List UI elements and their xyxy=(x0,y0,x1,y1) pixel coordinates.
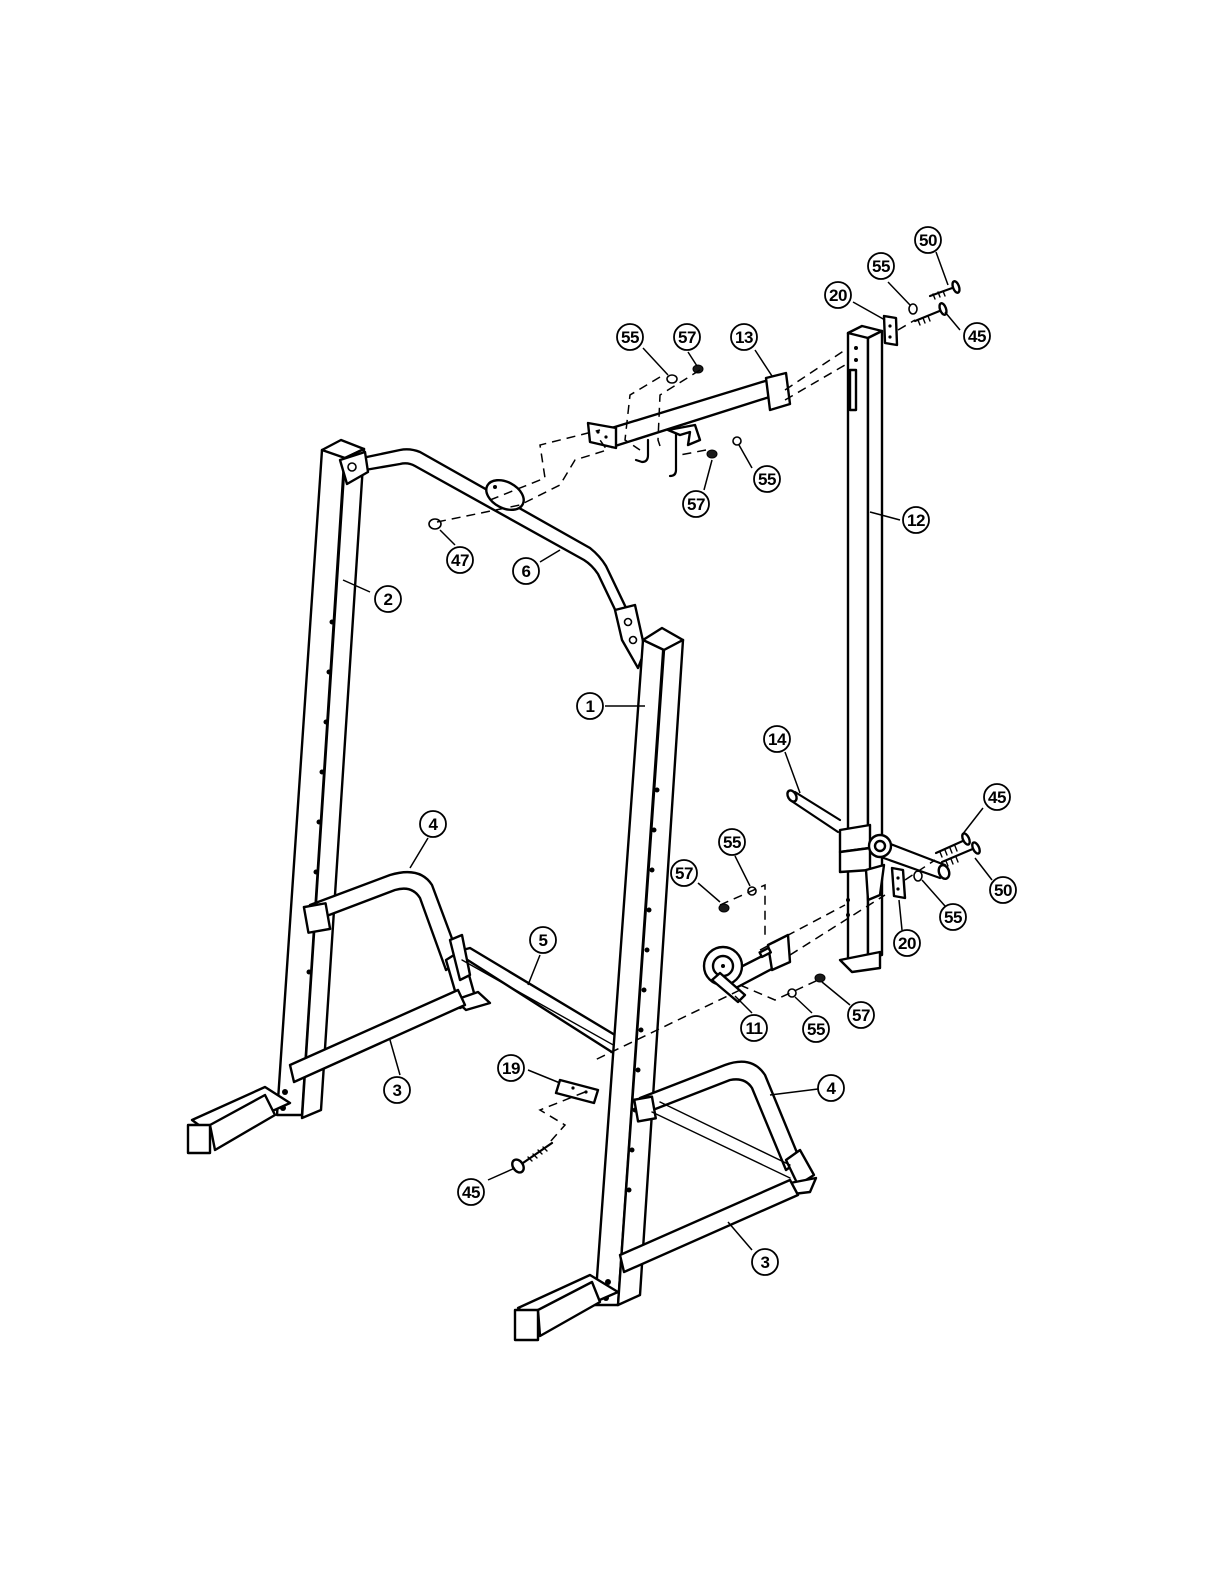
callout-label: 2 xyxy=(384,590,393,609)
callout-5: 5 xyxy=(530,927,556,953)
washer-55-top xyxy=(667,375,677,383)
callout-label: 55 xyxy=(807,1020,825,1039)
callout-1: 1 xyxy=(577,693,603,719)
callout-19: 19 xyxy=(498,1055,524,1081)
callout-47: 47 xyxy=(447,547,473,573)
callout-label: 55 xyxy=(621,328,639,347)
callout-label: 57 xyxy=(678,328,696,347)
callout-label: 57 xyxy=(687,495,705,514)
callout-label: 11 xyxy=(746,1019,763,1038)
callout-4-front: 4 xyxy=(818,1075,844,1101)
washer-55-right xyxy=(914,871,922,881)
callout-50-lower: 50 xyxy=(990,877,1016,903)
callout-label: 55 xyxy=(723,833,741,852)
bolt-50-lower xyxy=(942,841,981,866)
bracket-20-upper xyxy=(884,316,897,345)
callout-label: 55 xyxy=(872,257,890,276)
callout-45-lower-left: 45 xyxy=(458,1179,484,1205)
callout-6: 6 xyxy=(513,558,539,584)
callout-label: 57 xyxy=(675,864,693,883)
callout-label: 45 xyxy=(988,788,1006,807)
upright-2 xyxy=(277,440,364,1118)
pulley-bracket-11 xyxy=(704,935,790,1002)
washer-55-mid xyxy=(733,437,741,445)
callout-label: 3 xyxy=(393,1081,402,1100)
base-u-4-front xyxy=(634,1062,816,1195)
callout-label: 55 xyxy=(944,908,962,927)
bolt-45-lower-left xyxy=(510,1143,552,1175)
callout-3-front: 3 xyxy=(752,1249,778,1275)
cap-47 xyxy=(429,519,441,529)
callout-50-top: 50 xyxy=(915,227,941,253)
callout-label: 4 xyxy=(827,1079,837,1098)
callout-label: 50 xyxy=(919,231,937,250)
callout-57-low: 57 xyxy=(848,1002,874,1028)
callout-4-rear: 4 xyxy=(420,811,446,837)
callout-label: 12 xyxy=(907,511,925,530)
callout-label: 13 xyxy=(735,328,753,347)
callout-14: 14 xyxy=(764,726,790,752)
callout-2: 2 xyxy=(375,586,401,612)
top-bar-6 xyxy=(340,449,645,668)
callout-45-right: 45 xyxy=(984,784,1010,810)
callout-13: 13 xyxy=(731,324,757,350)
washer-55-upper xyxy=(909,304,917,314)
nut-57-mid xyxy=(707,450,717,458)
callout-label: 5 xyxy=(539,931,548,950)
callout-45-top: 45 xyxy=(964,323,990,349)
callout-55-mid: 55 xyxy=(754,466,780,492)
callout-55-top-right: 55 xyxy=(868,253,894,279)
callout-label: 3 xyxy=(761,1253,770,1272)
upright-1 xyxy=(595,628,683,1305)
callout-label: 55 xyxy=(758,470,776,489)
callout-55-right: 55 xyxy=(940,904,966,930)
callout-label: 14 xyxy=(768,730,787,749)
callout-12: 12 xyxy=(903,507,929,533)
callout-label: 45 xyxy=(968,327,986,346)
callout-label: 4 xyxy=(429,815,439,834)
callout-label: 45 xyxy=(462,1183,480,1202)
callout-57-top: 57 xyxy=(674,324,700,350)
callout-label: 19 xyxy=(502,1059,520,1078)
callout-20-top: 20 xyxy=(825,282,851,308)
bolt-50-upper xyxy=(930,280,961,299)
callout-55-top-left: 55 xyxy=(617,324,643,350)
callout-label: 1 xyxy=(586,697,595,716)
callout-label: 47 xyxy=(451,551,469,570)
callout-55-low: 55 xyxy=(803,1016,829,1042)
callout-label: 50 xyxy=(994,881,1012,900)
callout-3-rear: 3 xyxy=(384,1077,410,1103)
callout-57-left: 57 xyxy=(671,860,697,886)
bracket-20-lower xyxy=(892,868,905,898)
callout-label: 6 xyxy=(522,562,531,581)
bolt-45-lower-right xyxy=(936,832,971,857)
callout-11: 11 xyxy=(741,1015,767,1041)
callout-label: 57 xyxy=(852,1006,870,1025)
bolt-45-upper xyxy=(915,302,948,325)
callout-57-mid: 57 xyxy=(683,491,709,517)
bracket-19 xyxy=(556,1080,598,1103)
callout-label: 20 xyxy=(829,286,847,305)
callout-20-lower: 20 xyxy=(894,930,920,956)
callout-55-left: 55 xyxy=(719,829,745,855)
callout-label: 20 xyxy=(898,934,916,953)
top-arm-13 xyxy=(588,373,790,476)
